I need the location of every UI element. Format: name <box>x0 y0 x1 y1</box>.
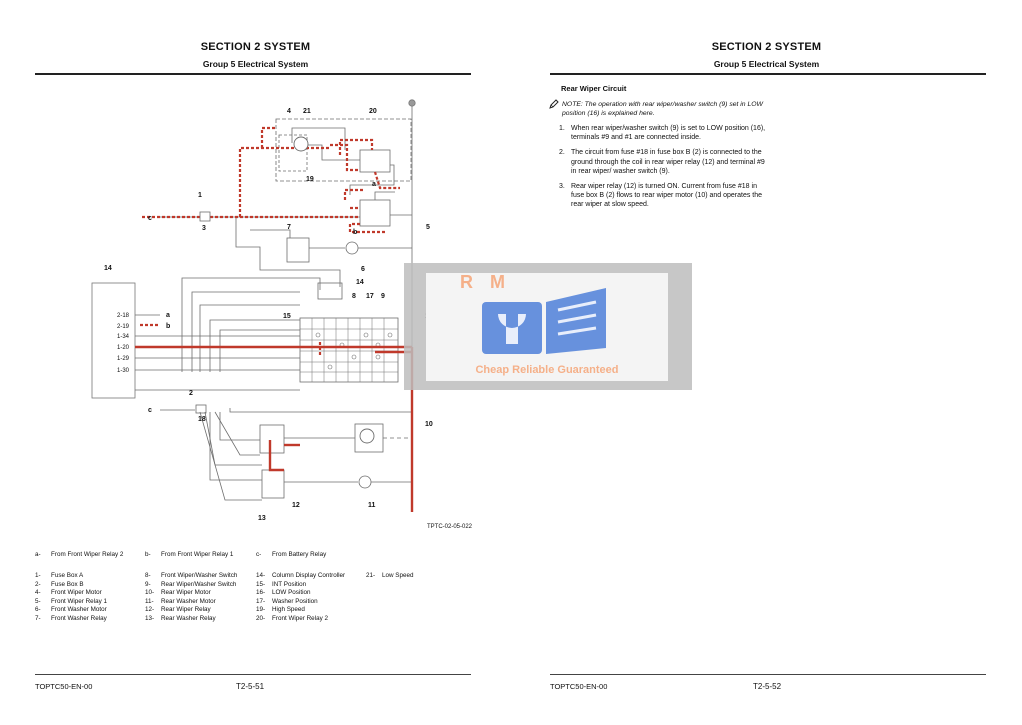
legend-item: 19-High Speed <box>256 606 305 614</box>
page-number: T2-5-52 <box>753 682 782 691</box>
legend-item: 6-Front Washer Motor <box>35 606 107 614</box>
component-number: 9 <box>381 293 385 300</box>
connector-pin: 2-19 <box>117 324 130 330</box>
right-page: SECTION 2 SYSTEM Group 5 Electrical Syst… <box>511 0 1022 725</box>
component-number: 17 <box>366 293 374 300</box>
component-number: 7 <box>287 224 291 231</box>
legend-item: 17-Washer Position <box>256 597 318 605</box>
component-number: 6 <box>361 266 365 273</box>
step-item: 2.The circuit from fuse #18 in fuse box … <box>559 149 765 175</box>
legend-item: 8-Front Wiper/Washer Switch <box>145 572 238 579</box>
legend-column-3: 14-Column Display Controller 15-INT Posi… <box>256 572 345 624</box>
letter-legend-c: c-From Battery Relay <box>256 551 327 558</box>
letter-label: a <box>372 181 376 188</box>
letter-label: b <box>353 229 357 236</box>
legend-item: 21-Low Speed <box>366 572 414 579</box>
component-number: 15 <box>283 313 291 320</box>
section-title: SECTION 2 SYSTEM <box>200 41 311 53</box>
note-text: NOTE: The operation with rear wiper/wash… <box>562 101 763 117</box>
component-number: 14 <box>356 279 364 286</box>
letter-label: b <box>166 323 170 330</box>
connector-pin: 1-30 <box>117 368 130 374</box>
legend-item: 20-Front Wiper Relay 2 <box>256 614 328 622</box>
component-number: 5 <box>426 224 430 231</box>
procedure-steps: 1.When rear wiper/washer switch (9) is s… <box>559 124 769 216</box>
component-number: 21 <box>303 108 311 115</box>
connector-pin: 1-20 <box>117 345 130 351</box>
component-number: 8 <box>352 293 356 300</box>
rear-wiper-circuit-heading: Rear Wiper Circuit <box>561 84 627 93</box>
component-number: 4 <box>287 108 291 115</box>
legend-column-1: 1-Fuse Box A 2-Fuse Box B 4-Front Wiper … <box>35 572 107 624</box>
connector-pin: 1-29 <box>117 356 130 362</box>
group-subtitle: Group 5 Electrical System <box>713 59 820 69</box>
component-number: 11 <box>368 502 376 509</box>
group-subtitle: Group 5 Electrical System <box>202 59 309 69</box>
section-title: SECTION 2 SYSTEM <box>711 41 822 53</box>
legend-item: 1-Fuse Box A <box>35 572 84 579</box>
component-number: 19 <box>306 176 314 183</box>
legend-item: 9-Rear Wiper/Washer Switch <box>145 580 237 588</box>
legend-column-2: 8-Front Wiper/Washer Switch 9-Rear Wiper… <box>145 572 237 624</box>
footer-rule <box>550 674 986 675</box>
component-number: 10 <box>425 421 433 428</box>
legend-column-4: 21-Low Speed <box>366 572 414 581</box>
footer-rule <box>35 674 471 675</box>
legend-item: 12-Rear Wiper Relay <box>145 606 211 614</box>
letter-legend-a: a-From Front Wiper Relay 2 <box>35 551 124 558</box>
legend-item: 15-INT Position <box>256 580 307 588</box>
letter-label: c <box>148 407 152 414</box>
legend-item: 7-Front Washer Relay <box>35 614 107 622</box>
component-number: 3 <box>202 225 206 232</box>
step-item: 3.Rear wiper relay (12) is turned ON. Cu… <box>559 183 763 209</box>
connector-pin: 2-18 <box>117 313 130 319</box>
legend-item: 14-Column Display Controller <box>256 572 346 579</box>
legend-item: 2-Fuse Box B <box>35 580 84 588</box>
footer-doc-number: TOPTC50-EN-00 <box>35 682 93 691</box>
letter-label: c <box>148 215 152 222</box>
watermark-tagline: Cheap Reliable Guaranteed <box>475 364 619 376</box>
legend-item: 10-Rear Wiper Motor <box>145 589 211 597</box>
component-number: 18 <box>198 416 206 423</box>
footer-doc-number: TOPTC50-EN-00 <box>550 682 608 691</box>
letter-legend-b: b-From Front Wiper Relay 1 <box>145 551 234 558</box>
component-number: 2 <box>189 390 193 397</box>
figure-id: TPTC-02-05-022 <box>427 524 473 530</box>
step-item: 1.When rear wiper/washer switch (9) is s… <box>559 125 766 142</box>
watermark-logo-letters: R M <box>460 272 511 292</box>
wiring-diagram: 4 21 20 1 3 19 5 7 6 14 14 8 17 9 15 16 … <box>91 99 473 530</box>
component-number: 14 <box>104 265 112 272</box>
page-number: T2-5-51 <box>236 682 265 691</box>
watermark-logo-icon <box>482 288 606 354</box>
left-page: SECTION 2 SYSTEM Group 5 Electrical Syst… <box>35 41 473 691</box>
legend-item: 11-Rear Washer Motor <box>145 597 216 605</box>
letter-label: a <box>166 312 170 319</box>
legend-item: 16-LOW Position <box>256 589 311 597</box>
component-number: 1 <box>198 192 202 199</box>
header-rule <box>550 73 986 75</box>
pencil-icon <box>549 99 559 109</box>
legend-item: 13-Rear Washer Relay <box>145 614 216 622</box>
component-number: 13 <box>258 515 266 522</box>
legend-item: 5-Front Wiper Relay 1 <box>35 597 107 605</box>
header-rule <box>35 73 471 75</box>
legend-item: 4-Front Wiper Motor <box>35 589 102 597</box>
connector-pin: 1-34 <box>117 334 130 340</box>
component-number: 12 <box>292 502 300 509</box>
component-number: 20 <box>369 108 377 115</box>
